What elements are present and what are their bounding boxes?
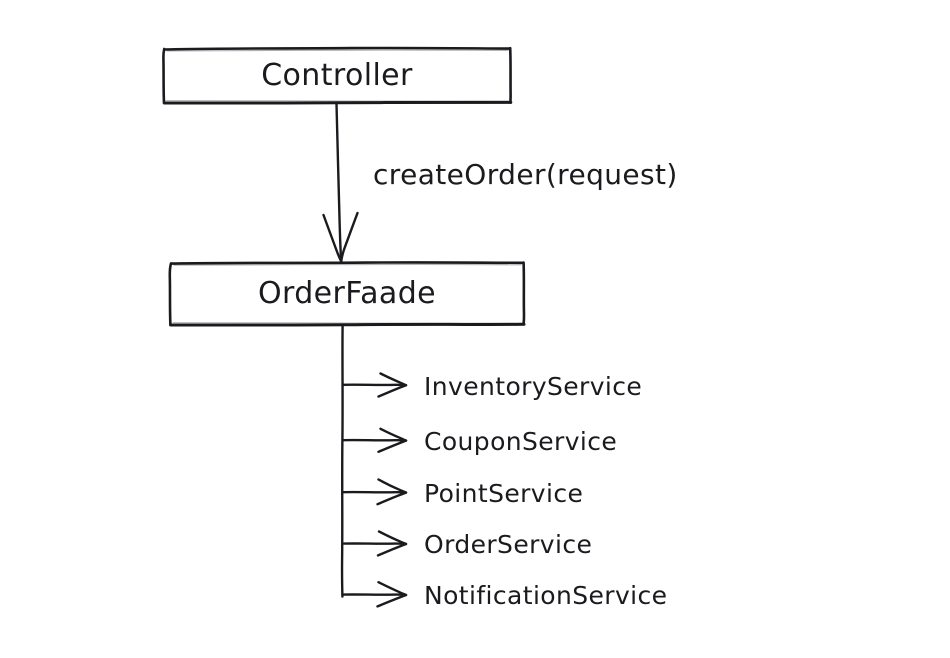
order-facade-box-edge-bottom-second-pass <box>172 322 522 324</box>
controller-box-edge-top-second-pass <box>166 49 509 52</box>
node-controller[interactable]: Controller <box>162 46 513 105</box>
edge-controller-to-facade-arrowhead-left <box>322 213 343 263</box>
order-facade-box-edge-bottom <box>169 322 526 327</box>
arrowhead-lower-point-service <box>376 491 408 506</box>
arrowhead-lower-order-service <box>376 542 408 557</box>
controller-box-edge-top <box>163 46 511 51</box>
service-branch-inventory-service[interactable]: InventoryService <box>341 372 642 401</box>
service-label-inventory-service: InventoryService <box>424 372 642 401</box>
order-facade-box-edge-top <box>170 261 525 265</box>
controller-label: Controller <box>261 58 413 93</box>
controller-box-edge-left <box>162 47 166 104</box>
service-label-notification-service: NotificationService <box>424 581 667 610</box>
service-branch-coupon-service[interactable]: CouponService <box>341 427 617 456</box>
service-branch-point-service[interactable]: PointService <box>341 478 583 508</box>
arrowhead-lower-notification-service <box>376 593 408 608</box>
edge-label-create-order: createOrder(request) <box>373 158 678 191</box>
order-facade-box-fill <box>170 262 524 325</box>
order-facade-box-edge-top-second-pass <box>173 263 522 266</box>
arrowhead-upper-coupon-service <box>379 427 408 442</box>
edge-controller-to-facade-line <box>335 102 343 263</box>
controller-box-edge-bottom <box>162 100 513 105</box>
service-branch-order-service[interactable]: OrderService <box>342 530 592 559</box>
edge-controller-to-order-facade[interactable]: createOrder(request) <box>322 102 678 263</box>
service-branch-notification-service[interactable]: NotificationService <box>341 581 667 610</box>
order-facade-box-edge-left <box>168 262 173 326</box>
trunk-vertical-stroke <box>340 324 344 598</box>
arrowhead-upper-order-service <box>377 530 408 546</box>
arrowhead-upper-inventory-service <box>379 372 408 387</box>
service-trunk-line <box>340 324 344 598</box>
arrowhead-lower-coupon-service <box>377 439 408 453</box>
controller-box-fill <box>163 47 511 103</box>
service-label-coupon-service: CouponService <box>424 427 617 456</box>
arrowhead-lower-inventory-service <box>377 384 408 398</box>
node-order-facade[interactable]: OrderFaade <box>168 261 526 327</box>
service-label-point-service: PointService <box>424 479 583 508</box>
edge-controller-to-facade-arrowhead-right <box>340 211 359 263</box>
arrowhead-upper-notification-service <box>377 581 408 597</box>
controller-box-edge-bottom-second-pass <box>165 100 509 102</box>
arrowhead-upper-point-service <box>377 478 408 494</box>
service-label-order-service: OrderService <box>424 530 592 559</box>
order-facade-label: OrderFaade <box>258 276 436 311</box>
